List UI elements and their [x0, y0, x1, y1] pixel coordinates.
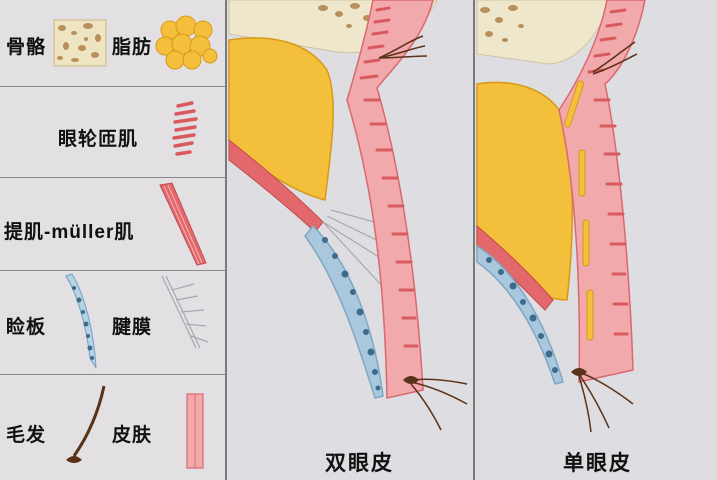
- legend-label-orbicularis: 眼轮匝肌: [58, 129, 139, 150]
- fat-swatch: [155, 15, 218, 70]
- brow-hairs: [592, 41, 638, 75]
- divider-right: [473, 0, 475, 480]
- legend-row-levator: 提肌-müller肌: [0, 177, 225, 271]
- levator-muscle: [228, 138, 324, 233]
- legend-row-bone-fat: 骨骼 脂肪: [0, 0, 225, 87]
- legend-label-levator: 提肌-müller肌: [4, 222, 135, 243]
- single-eyelid-panel: 单眼皮: [475, 0, 717, 480]
- double-eyelid-panel: 双眼皮: [227, 0, 473, 480]
- single-eyelid-diagram: [476, 0, 646, 433]
- orbicularis-swatch: [172, 101, 198, 156]
- fat-pad: [228, 37, 334, 201]
- legend-label-skin: 皮肤: [112, 425, 153, 446]
- legend-row-tarsus: 睑板 腱膜: [0, 270, 225, 375]
- skin-swatch: [186, 393, 204, 469]
- legend-label-fat: 脂肪: [112, 37, 153, 58]
- eyelashes: [578, 371, 634, 433]
- bone-pores: [480, 5, 524, 42]
- tarsus-plate: [304, 224, 384, 399]
- caption-double: 双眼皮: [325, 452, 394, 475]
- divider-left: [225, 0, 227, 480]
- legend-row-orbicularis: 眼轮匝肌: [0, 86, 225, 178]
- caption-single: 单眼皮: [563, 452, 632, 475]
- lash-root: [403, 376, 419, 384]
- legend-label-bone: 骨骼: [6, 37, 47, 58]
- tarsus-glands: [322, 237, 381, 391]
- skin-layer: [558, 0, 646, 383]
- orbicularis-fibers: [359, 6, 419, 348]
- preaponeurotic-fat: [564, 80, 594, 341]
- aponeurosis-swatch: [161, 275, 209, 349]
- legend-label-aponeurosis: 腱膜: [112, 317, 153, 338]
- tarsus-glands: [486, 257, 558, 373]
- tarsus-plate: [476, 244, 564, 385]
- legend-row-hair-skin: 毛发 皮肤: [0, 374, 225, 480]
- double-eyelid-diagram: [228, 0, 468, 431]
- lash-root: [571, 368, 587, 376]
- bone-swatch: [53, 19, 107, 67]
- legend-label-hair: 毛发: [6, 425, 47, 446]
- levator-swatch: [159, 182, 207, 266]
- orbicularis-fibers: [587, 8, 629, 336]
- brow-hairs: [378, 35, 428, 59]
- legend-label-tarsus: 睑板: [6, 317, 47, 338]
- tarsus-swatch: [65, 273, 97, 369]
- legend-panel: 骨骼 脂肪 眼轮匝肌: [0, 0, 225, 480]
- hair-swatch: [66, 385, 106, 463]
